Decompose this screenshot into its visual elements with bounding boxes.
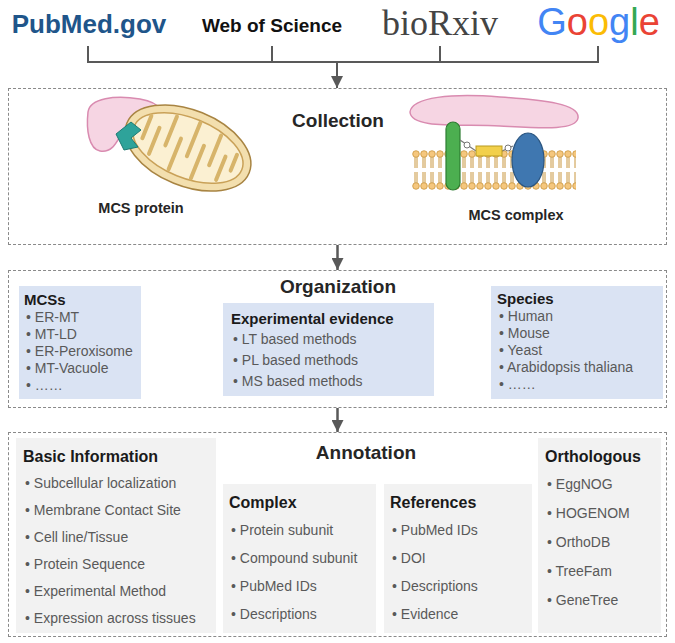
list-item: • MS based methods — [231, 371, 426, 392]
box-heading: Species — [497, 289, 657, 308]
category-box: MCSs• ER-MT• MT-LD• ER-Peroxisome• MT-Va… — [19, 286, 141, 399]
list-item: • Protein Sequence — [23, 551, 209, 578]
annotation-box: Orthologous• EggNOG• HOGENOM• OrthoDB• T… — [538, 438, 661, 633]
tether-protein — [116, 122, 141, 150]
list-item: • HOGENOM — [545, 499, 654, 528]
linker — [502, 146, 513, 151]
list-item: • Cell line/Tissue — [23, 524, 209, 551]
list-item: • EggNOG — [545, 470, 654, 499]
source-bracket — [87, 46, 599, 88]
list-item: • PubMed IDs — [229, 572, 370, 600]
box-heading: References — [390, 490, 526, 516]
logo-letter: l — [630, 1, 638, 43]
bracket-arrow — [336, 62, 338, 88]
annotation-box: References• PubMed IDs• DOI• Description… — [384, 484, 532, 633]
list-item: • Human — [497, 308, 657, 325]
mito-inner — [123, 98, 253, 197]
box-heading: Complex — [229, 490, 370, 516]
box-heading: Organization — [263, 275, 413, 298]
list-item: • OrthoDB — [545, 528, 654, 557]
list-item: • Protein subunit — [229, 516, 370, 544]
bracket-line — [439, 46, 441, 62]
mcs-complex-illustration — [410, 96, 578, 190]
cristae — [135, 105, 243, 191]
logo-letter: e — [639, 1, 660, 43]
box-heading: Orthologous — [545, 444, 654, 470]
logo-letter: g — [609, 1, 630, 43]
blue-protein — [512, 133, 544, 187]
mito-outer — [113, 88, 264, 208]
source-logo: PubMed.gov — [0, 8, 178, 40]
bracket-line — [87, 61, 599, 63]
logo-letter: o — [588, 1, 609, 43]
annotation-box: Basic Information• Subcellular localizat… — [16, 438, 216, 633]
annotation-box: Complex• Protein subunit• Compound subun… — [223, 484, 376, 633]
box-heading: Experimental evidence — [231, 308, 426, 329]
box-heading: MCSs — [24, 290, 136, 309]
category-box: Experimental evidence• LT based methods•… — [223, 303, 434, 396]
list-item: • Descriptions — [390, 572, 526, 600]
panel-caption: MCS protein — [71, 199, 211, 218]
flow-arrow — [336, 245, 339, 270]
list-item: • …… — [24, 377, 136, 394]
er-membrane — [410, 96, 578, 128]
list-item: • Expression across tissues — [23, 605, 209, 632]
list-item: • Descriptions — [229, 600, 370, 628]
compound — [476, 146, 502, 156]
list-item: • Subcellular localization — [23, 470, 209, 497]
source-logo: Google — [522, 0, 675, 44]
list-item: • PubMed IDs — [390, 516, 526, 544]
panel-caption: MCS complex — [446, 206, 586, 225]
logo-letter: G — [537, 1, 567, 43]
list-item: • Membrane Contact Site — [23, 497, 209, 524]
list-item: • ER-Peroxisome — [24, 343, 136, 360]
flow-arrow — [336, 408, 339, 432]
linker-dot — [505, 145, 511, 151]
bracket-line — [597, 46, 599, 62]
list-item: • LT based methods — [231, 329, 426, 350]
source-logo: bioRxiv — [366, 2, 514, 44]
list-item: • DOI — [390, 544, 526, 572]
mcs-protein-illustration — [87, 88, 263, 208]
list-item: • ER-MT — [24, 309, 136, 326]
logo-letter: o — [567, 1, 588, 43]
list-item: • Yeast — [497, 342, 657, 359]
bracket-line — [271, 46, 273, 62]
list-item: • MT-Vacuole — [24, 360, 136, 377]
linker — [460, 140, 476, 151]
linker-dot — [464, 142, 470, 148]
list-item: • …… — [497, 376, 657, 393]
category-box: Species• Human• Mouse• Yeast• Arabidopsi… — [491, 286, 663, 399]
list-item: • GeneTree — [545, 586, 654, 615]
list-item: • TreeFam — [545, 557, 654, 586]
box-heading: Basic Information — [23, 444, 209, 470]
bracket-line — [87, 46, 89, 62]
green-protein — [446, 122, 460, 190]
list-item: • Evidence — [390, 600, 526, 628]
list-item: • Experimental Method — [23, 578, 209, 605]
box-heading: Annotation — [291, 441, 441, 464]
list-item: • Arabidopsis thaliana — [497, 359, 657, 376]
list-item: • Mouse — [497, 325, 657, 342]
box-heading: Collection — [263, 109, 413, 132]
source-logo: Web of Science — [186, 13, 358, 38]
list-item: • PL based methods — [231, 350, 426, 371]
mitochondrion — [113, 88, 264, 208]
list-item: • MT-LD — [24, 326, 136, 343]
list-item: • Compound subunit — [229, 544, 370, 572]
stage-panel: CollectionMCS protein MCS complex — [8, 88, 667, 245]
stage-panel: OrganizationMCSs• ER-MT• MT-LD• ER-Perox… — [8, 270, 667, 408]
stage-panel: Annotation Basic Information• Subcellular… — [8, 432, 667, 637]
